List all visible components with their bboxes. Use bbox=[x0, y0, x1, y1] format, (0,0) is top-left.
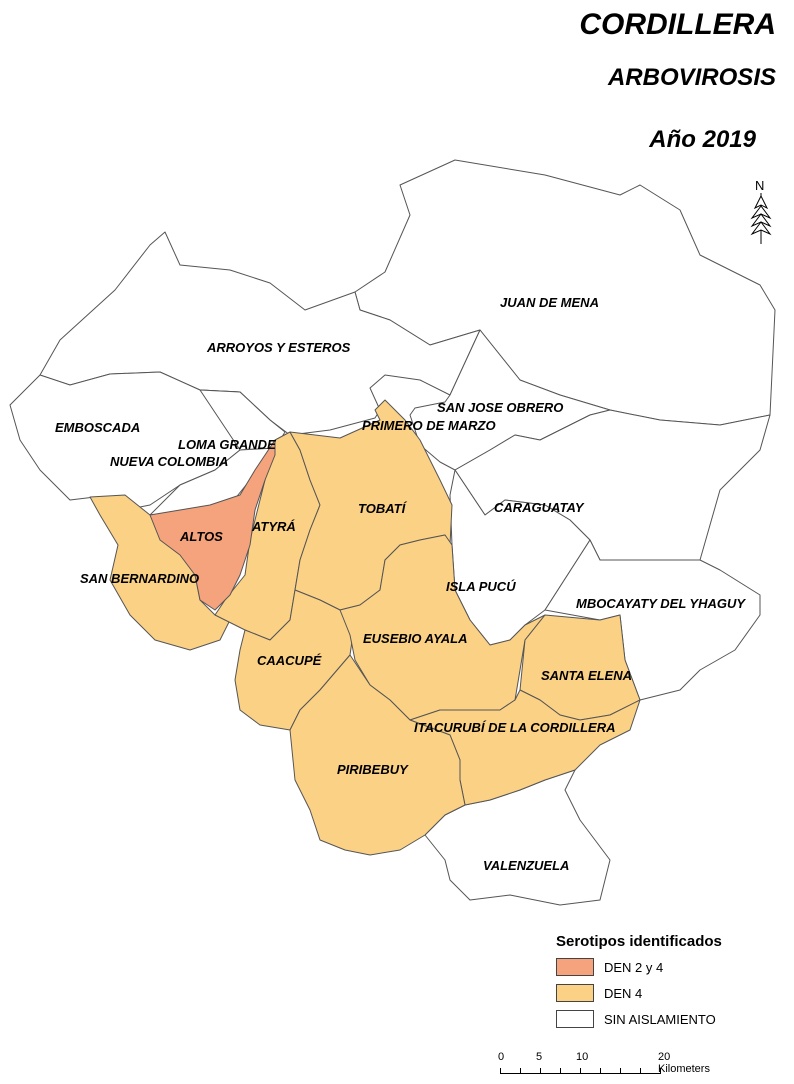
scale-tick bbox=[540, 1068, 541, 1074]
label-emboscada: EMBOSCADA bbox=[55, 420, 140, 435]
scale-tick bbox=[560, 1068, 561, 1074]
label-piribebuy: PIRIBEBUY bbox=[337, 762, 409, 777]
legend-item-den-4: DEN 4 bbox=[556, 983, 722, 1003]
scale-label: 0 bbox=[498, 1051, 505, 1063]
label-san-bernardino: SAN BERNARDINO bbox=[80, 571, 199, 586]
scale-label: 10 bbox=[576, 1051, 589, 1063]
map-legend: Serotipos identificados DEN 2 y 4 DEN 4 … bbox=[556, 933, 722, 1035]
label-san-jose-obrero: SAN JOSE OBRERO bbox=[437, 400, 563, 415]
legend-title: Serotipos identificados bbox=[556, 933, 722, 950]
label-mbocayaty: MBOCAYATY DEL YHAGUY bbox=[576, 596, 746, 611]
scale-tick bbox=[520, 1068, 521, 1074]
scale-label: 20 Kilometers bbox=[658, 1051, 710, 1075]
label-caraguatay: CARAGUATAY bbox=[494, 500, 585, 515]
label-eusebio-ayala: EUSEBIO AYALA bbox=[363, 631, 468, 646]
label-isla-pucu: ISLA PUCÚ bbox=[446, 579, 516, 594]
scale-tick bbox=[600, 1068, 601, 1074]
label-valenzuela: VALENZUELA bbox=[483, 858, 569, 873]
scale-tick bbox=[660, 1068, 661, 1074]
label-santa-elena: SANTA ELENA bbox=[541, 668, 632, 683]
map-subtitle: ARBOVIROSIS bbox=[607, 64, 776, 91]
legend-item-den-2-y-4: DEN 2 y 4 bbox=[556, 957, 722, 977]
label-atyra: ATYRÁ bbox=[251, 519, 296, 534]
scale-label: 5 bbox=[536, 1051, 543, 1063]
legend-swatch bbox=[556, 1010, 594, 1028]
region-altos[interactable] bbox=[149, 439, 276, 611]
legend-swatch bbox=[556, 984, 594, 1002]
north-arrow-icon: N bbox=[749, 178, 773, 248]
scale-tick bbox=[640, 1068, 641, 1074]
scale-tick bbox=[500, 1068, 501, 1074]
label-caacupe: CAACUPÉ bbox=[257, 653, 322, 668]
legend-label: DEN 2 y 4 bbox=[604, 959, 664, 975]
scale-bar: 0 5 10 20 Kilometers bbox=[498, 1051, 710, 1081]
label-juan-de-mena: JUAN DE MENA bbox=[500, 295, 599, 310]
region-juan-de-mena[interactable] bbox=[354, 159, 776, 426]
scale-tick bbox=[580, 1068, 581, 1074]
label-nueva-colombia: NUEVA COLOMBIA bbox=[110, 454, 228, 469]
legend-item-sin-aislamiento: SIN AISLAMIENTO bbox=[556, 1009, 722, 1029]
label-loma-grande: LOMA GRANDE bbox=[178, 437, 276, 452]
label-altos: ALTOS bbox=[179, 529, 223, 544]
legend-swatch bbox=[556, 958, 594, 976]
region-piribebuy[interactable] bbox=[289, 654, 466, 856]
legend-label: DEN 4 bbox=[604, 985, 643, 1001]
map-title: CORDILLERA bbox=[579, 8, 776, 41]
label-primero-de-marzo: PRIMERO DE MARZO bbox=[362, 418, 496, 433]
label-itacurubi: ITACURUBÍ DE LA CORDILLERA bbox=[414, 720, 616, 735]
legend-label: SIN AISLAMIENTO bbox=[604, 1011, 716, 1027]
label-arroyos-y-esteros: ARROYOS Y ESTEROS bbox=[206, 340, 351, 355]
scale-tick bbox=[620, 1068, 621, 1074]
label-tobati: TOBATÍ bbox=[358, 501, 408, 516]
map-year: Año 2019 bbox=[649, 126, 756, 153]
north-letter: N bbox=[755, 178, 764, 193]
